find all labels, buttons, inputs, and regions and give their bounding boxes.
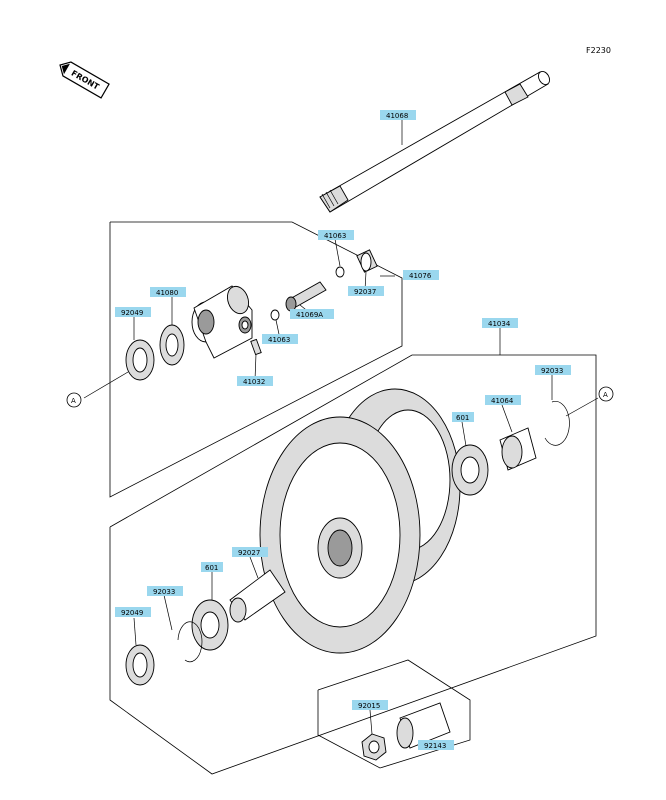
part-labels: 41068 41063 41076 41080 92049 92037 4106… — [115, 110, 571, 750]
svg-text:41064: 41064 — [491, 397, 514, 405]
oil-seal-lower-part — [125, 644, 155, 686]
part-label-92049-upper: 92049 — [115, 307, 151, 317]
svg-text:92033: 92033 — [541, 367, 563, 375]
bearing-right-part — [451, 444, 489, 496]
figure-code: F2230 — [586, 46, 611, 55]
collar-part — [396, 702, 451, 749]
part-label-41063-upper: 41063 — [318, 230, 354, 240]
part-label-92033-left: 92033 — [147, 586, 183, 596]
pinion-gear-part — [285, 281, 327, 312]
wheel-hub-part — [259, 388, 461, 654]
speedometer-gearbox-part — [191, 285, 253, 359]
ref-marker-right: A — [565, 386, 614, 417]
part-label-41034: 41034 — [482, 318, 518, 328]
svg-text:92027: 92027 — [238, 549, 260, 557]
part-label-41032: 41032 — [237, 376, 273, 386]
part-label-92033-right: 92033 — [535, 365, 571, 375]
part-label-92027: 92027 — [232, 547, 268, 557]
part-label-92037: 92037 — [348, 286, 384, 296]
circlip-left-part — [177, 621, 203, 663]
part-label-41069A: 41069A — [290, 309, 334, 319]
collar-right-part — [499, 427, 537, 471]
lower-assembly-frame — [109, 354, 597, 775]
part-label-92049-lower: 92049 — [115, 607, 151, 617]
nut-part — [361, 733, 387, 761]
part-label-601-right: 601 — [452, 412, 474, 422]
speedometer-bushing-part — [356, 249, 378, 273]
svg-text:601: 601 — [205, 564, 218, 572]
svg-text:41034: 41034 — [488, 320, 511, 328]
bushing-upper-part — [238, 316, 252, 334]
ref-marker-right-label: A — [603, 391, 608, 399]
svg-text:92143: 92143 — [424, 742, 446, 750]
svg-text:41076: 41076 — [409, 272, 432, 280]
bearing-left-part — [191, 599, 229, 651]
speedometer-drive-gear-part — [159, 324, 185, 366]
svg-text:41080: 41080 — [156, 289, 178, 297]
part-label-41068: 41068 — [380, 110, 416, 120]
part-label-41064: 41064 — [485, 395, 521, 405]
svg-text:41032: 41032 — [243, 378, 265, 386]
part-label-92143: 92143 — [418, 740, 454, 750]
hardware-frame — [317, 659, 471, 769]
ref-marker-left-label: A — [71, 397, 76, 405]
svg-text:92033: 92033 — [153, 588, 175, 596]
part-label-601-left: 601 — [201, 562, 223, 572]
part-label-41076: 41076 — [403, 270, 439, 280]
spacer-part — [229, 569, 286, 623]
svg-text:601: 601 — [456, 414, 469, 422]
svg-text:41063: 41063 — [324, 232, 346, 240]
washer-part — [270, 309, 280, 321]
svg-text:92049: 92049 — [121, 309, 143, 317]
axle-part — [319, 70, 551, 213]
upper-assembly-frame — [109, 221, 403, 498]
circlip-right-part — [544, 401, 570, 446]
svg-text:92049: 92049 — [121, 609, 143, 617]
ref-marker-left: A — [66, 371, 129, 408]
part-label-92015: 92015 — [352, 700, 388, 710]
svg-text:41069A: 41069A — [296, 311, 323, 319]
svg-text:41068: 41068 — [386, 112, 408, 120]
svg-text:92037: 92037 — [354, 288, 376, 296]
front-direction-icon: FRONT — [59, 61, 110, 99]
pin-part — [250, 338, 262, 356]
oil-seal-upper-part — [125, 339, 155, 381]
svg-text:41063: 41063 — [268, 336, 290, 344]
part-label-41063-lower: 41063 — [262, 334, 298, 344]
svg-text:92015: 92015 — [358, 702, 380, 710]
part-label-41080: 41080 — [150, 287, 186, 297]
bushing-small-part — [335, 266, 345, 278]
